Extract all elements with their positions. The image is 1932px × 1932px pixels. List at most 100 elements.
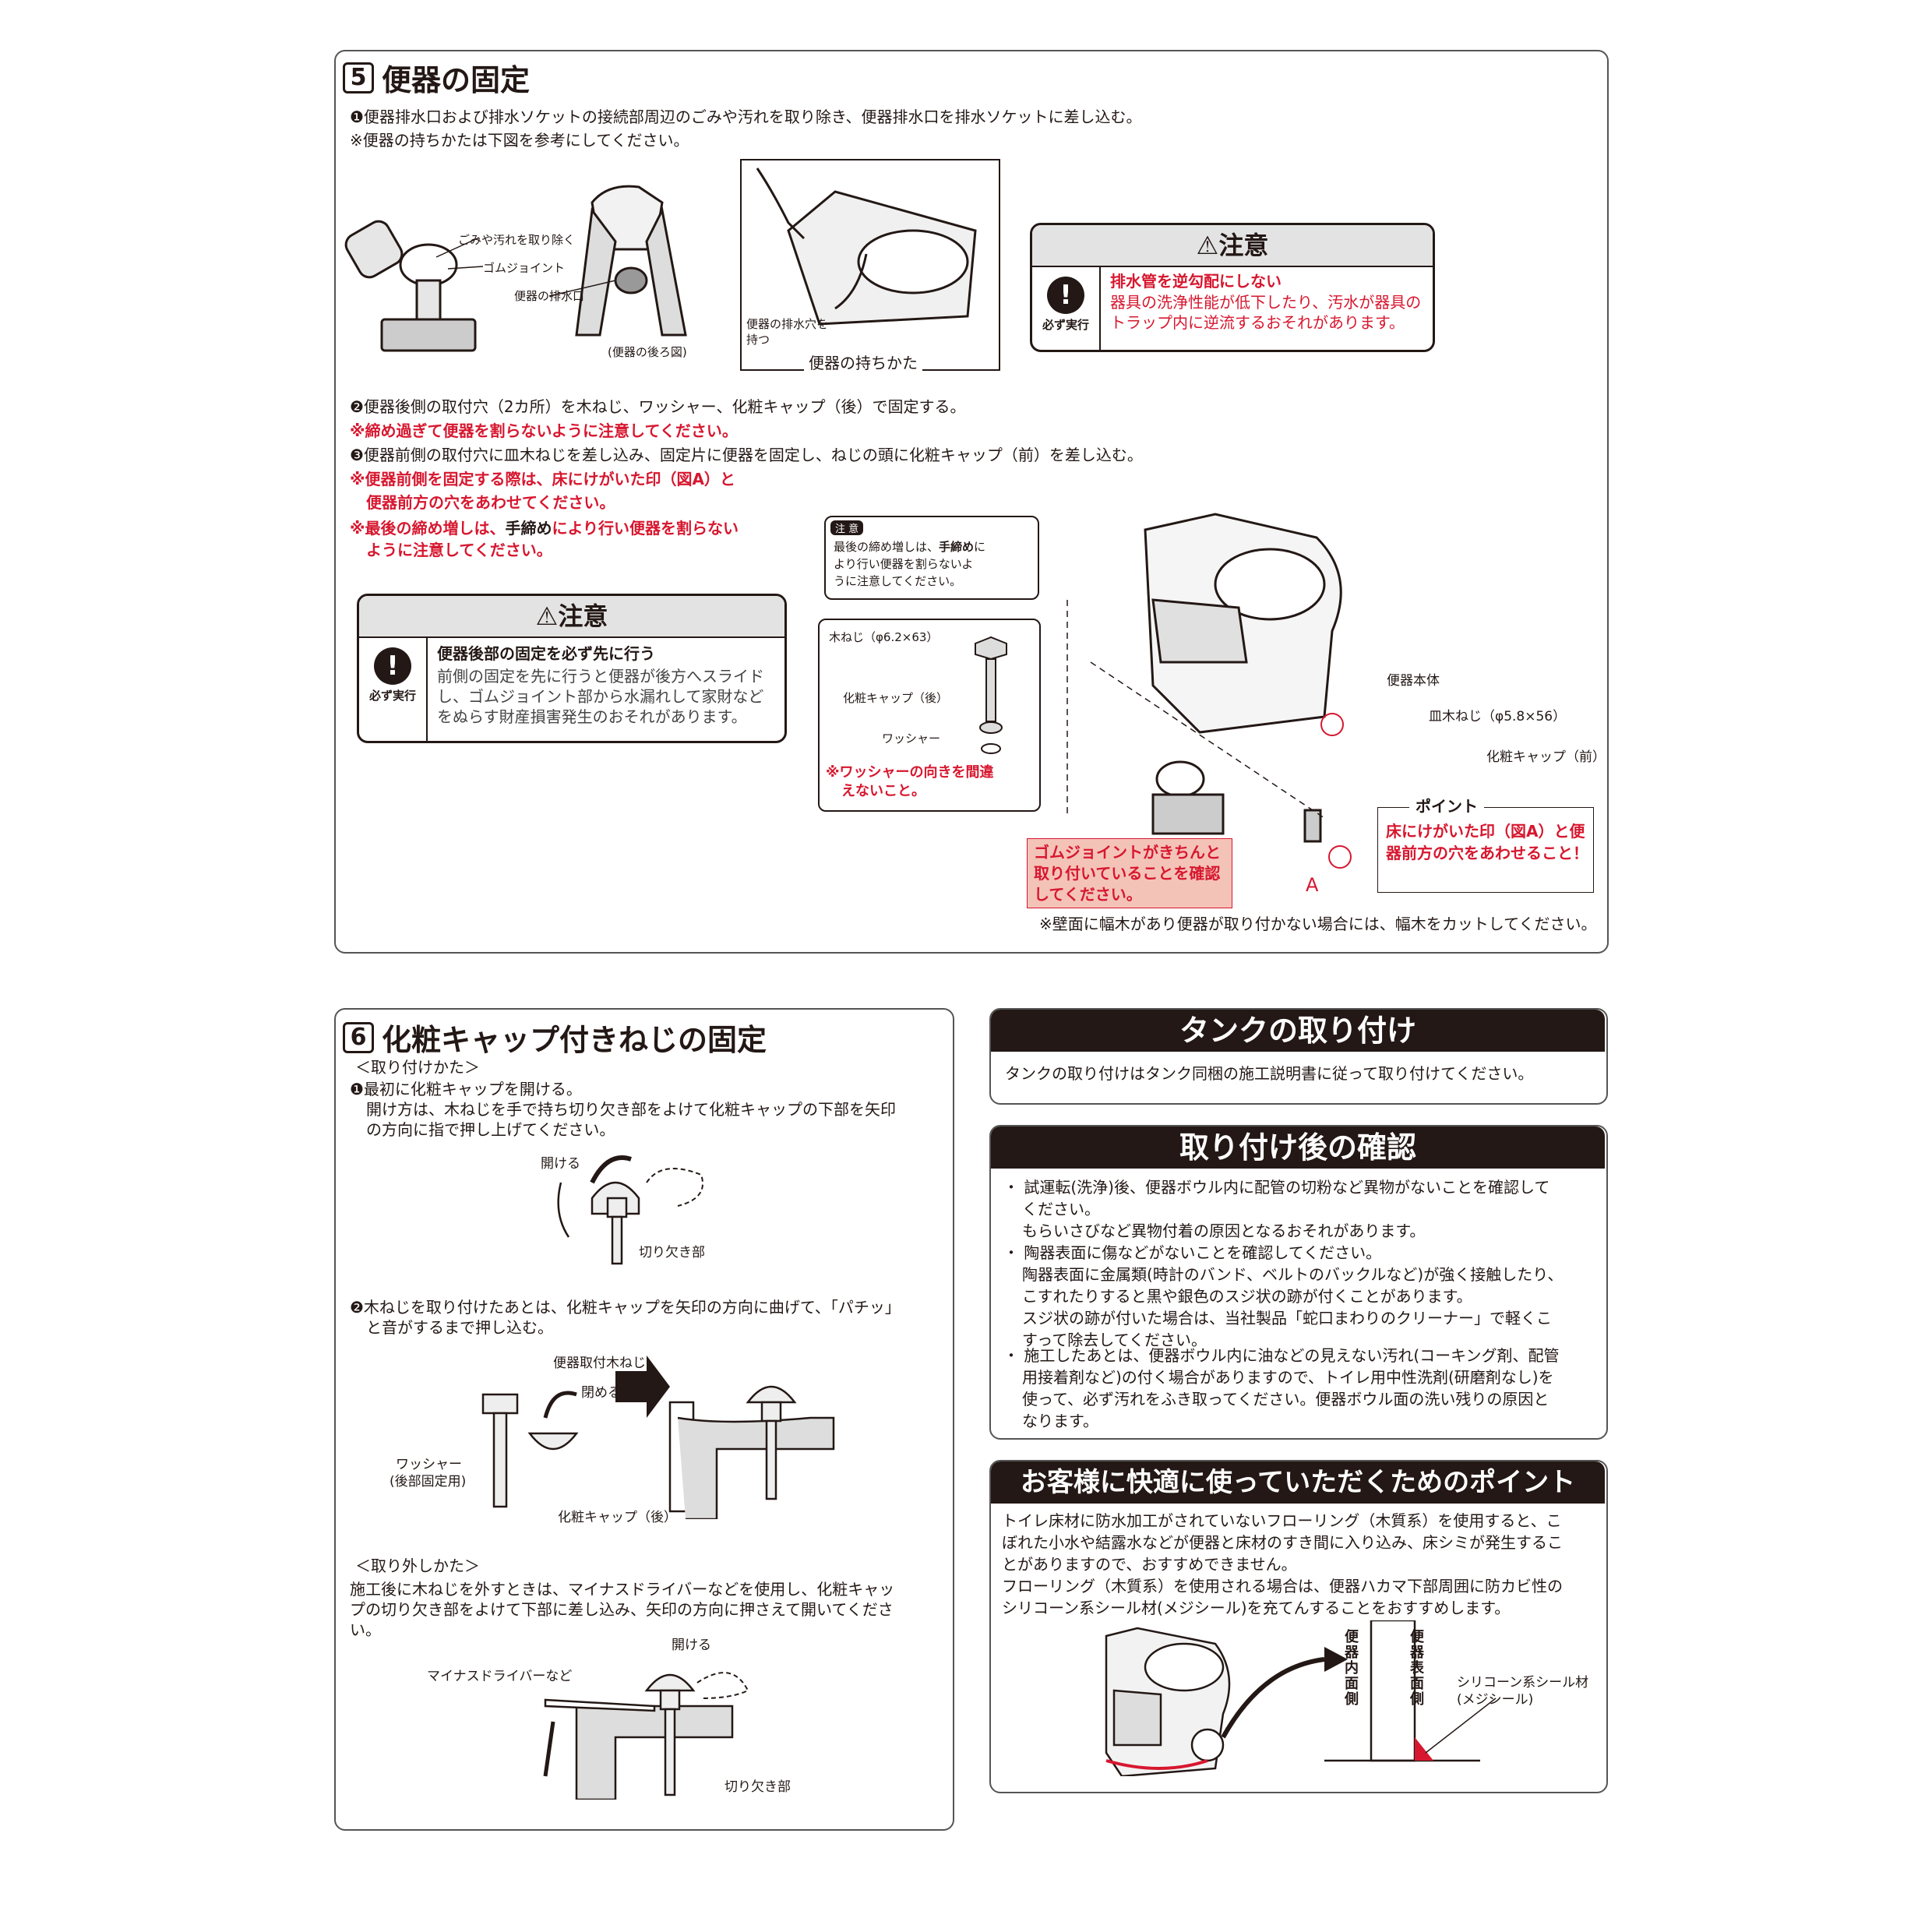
tank-title: タンクの取り付け xyxy=(1179,1014,1416,1048)
check-1-line-1: 試運転(洗浄)後、便器ボウル内に配管の切粉など異物がないことを確認して xyxy=(1024,1178,1550,1197)
comfort-line-3: とがありますので、おすすめできません。 xyxy=(1002,1555,1297,1574)
caution-box-1: ⚠注意 ! 必ず実行 排水管を逆勾配にしない 器具の洗浄性能が低下したり、汚水が… xyxy=(1030,223,1435,352)
comfort-text: トイレ床材に防水加工がされていないフローリング（木質系）を使用すると、こ ぼれた… xyxy=(1002,1510,1563,1619)
check-1-line-3: もらいさびなど異物付着の原因となるおそれがあります。 xyxy=(1022,1222,1426,1240)
mini-caution-tag: 注 意 xyxy=(830,520,864,535)
check-bullet-2: ・ 陶器表面に傷などがないことを確認してください。 xyxy=(1003,1243,1382,1262)
caution-body-2: 前側の固定を先に行うと便器が後方へスライドし、ゴムジョイント部から水漏れして家財… xyxy=(437,667,764,726)
label-washer-rear: ワッシャー xyxy=(396,1457,462,1472)
label-toilet-body: 便器本体 xyxy=(1387,673,1440,689)
label-cap-front: 化粧キャップ（前） xyxy=(1486,749,1606,765)
remove-line-1: 施工後に木ねじを外すときは、マイナスドライバーなどを使用し、化粧キャッ xyxy=(350,1580,895,1599)
caution-lead-2: 便器後部の固定を必ず先に行う xyxy=(437,644,655,663)
caution-lead-1: 排水管を逆勾配にしない xyxy=(1110,272,1282,291)
mini-caution-note: 注 意 最後の締め増しは、手締めに より行い便器を割らないよ うに注意してくださ… xyxy=(824,516,1039,600)
remove-line-2: プの切り欠き部をよけて下部に差し込み、矢印の方向に押さえて開いてくださ xyxy=(350,1600,894,1619)
comfort-panel xyxy=(989,1460,1608,1793)
tank-banner: タンクの取り付け xyxy=(991,1010,1605,1052)
caution-body-1: 器具の洗浄性能が低下したり、汚水が器具のトラップ内に逆流するおそれがあります。 xyxy=(1110,293,1422,332)
install-method-heading: ＜取り付けかた＞ xyxy=(355,1058,480,1077)
check-3-line-2: 用接着剤など)の付く場合がありますので、トイレ用中性洗剤(研磨剤なし)を xyxy=(1022,1368,1554,1387)
step-3-note-2a: ※最後の締め増しは、 xyxy=(350,519,506,538)
point-body: 床にけがいた印（図A）と便器前方の穴をあわせること！ xyxy=(1386,822,1588,862)
holding-toilet-illustration xyxy=(756,167,977,326)
caution-header-2: ⚠注意 xyxy=(359,596,784,638)
mini-line-1b: 手締め xyxy=(939,540,975,554)
label-wood-screw: 木ねじ（φ6.2×63） xyxy=(829,630,939,644)
comfort-line-4: フローリング（木質系）を使用される場合は、便器ハカマ下部周囲に防カビ性の xyxy=(1002,1577,1563,1595)
check-item-2: ・ 陶器表面に傷などがないことを確認してください。 陶器表面に金属類(時計のバン… xyxy=(1003,1242,1563,1351)
screw-washer-illustration xyxy=(975,636,1007,754)
caution-box-2: ⚠注意 ! 必ず実行 便器後部の固定を必ず先に行う 前側の固定を先に行うと便器が… xyxy=(357,594,787,743)
step-2-text: ❷便器後側の取付穴（2カ所）を木ねじ、ワッシャー、化粧キャップ（後）で固定する。 xyxy=(350,397,966,416)
section-6-title: 化粧キャップ付きねじの固定 xyxy=(382,1023,767,1057)
tank-body: タンクの取り付けはタンク同梱の施工説明書に従って取り付けてください。 xyxy=(1005,1064,1534,1083)
toilet-installation-illustration xyxy=(1066,513,1352,869)
check-3-line-1: 施工したあとは、便器ボウル内に油などの見えない汚れ(コーキング剤、配管 xyxy=(1024,1346,1560,1365)
check-2-line-2: 陶器表面に金属類(時計のバンド、ベルトのバックルなど)が強く接触したり、 xyxy=(1022,1265,1564,1284)
check-title: 取り付け後の確認 xyxy=(1179,1130,1416,1165)
step-1-note: ※便器の持ちかたは下図を参考にしてください。 xyxy=(350,131,689,150)
label-driver: マイナスドライバーなど xyxy=(427,1669,573,1684)
label-sealant: シリコーン系シール材 xyxy=(1457,1675,1589,1690)
label-mark-a: A xyxy=(1306,874,1319,896)
label-hold-drain-hole: 便器の排水穴を持つ xyxy=(746,317,829,347)
section-6-panel xyxy=(334,1008,954,1831)
sealant-illustration xyxy=(1105,1620,1497,1776)
point-title: ポイント xyxy=(1409,795,1484,817)
point-box: ポイント 床にけがいた印（図A）と便器前方の穴をあわせること！ xyxy=(1377,795,1594,893)
label-toilet-outlet: 便器の排水口 xyxy=(514,289,585,303)
label-sealant-sub: (メジシール) xyxy=(1457,1692,1534,1708)
label-bowl-outer-side: 便器表面側 xyxy=(1410,1629,1424,1708)
check-1-line-2: ください。 xyxy=(1022,1200,1100,1218)
caption-how-to-hold: 便器の持ちかた xyxy=(804,352,922,374)
caution-side-2: ! 必ず実行 xyxy=(359,638,428,741)
check-2-line-3: こすれたりすると黒や銀色のスジ状の跡が付くことがあります。 xyxy=(1022,1287,1472,1306)
section-6-number: 6 xyxy=(343,1021,374,1053)
comfort-line-2: ぼれた小水や結露水などが便器と床材のすき間に入り込み、床シミが発生するこ xyxy=(1002,1533,1563,1552)
section-5-number: 5 xyxy=(343,62,374,93)
step-1-text: ❶便器排水口および排水ソケットの接続部周辺のごみや汚れを取り除き、便器排水口を排… xyxy=(350,108,1142,126)
washer-warning-1: ※ワッシャーの向きを間違 xyxy=(826,764,994,781)
label-washer-rear-sub: (後部固定用) xyxy=(390,1474,467,1490)
label-bowl-inner-side: 便器内面側 xyxy=(1345,1629,1359,1708)
cap-close-illustration xyxy=(481,1356,835,1519)
mini-caution-line-2: より行い便器を割らないよ xyxy=(834,557,974,571)
step-2-note: ※締め過ぎて便器を割らないように注意してください。 xyxy=(350,421,738,440)
mini-line-1a: 最後の締め増しは、 xyxy=(834,540,940,554)
check-3-line-3: 使って、必ず汚れをふき取ってください。便器ボウル面の洗い残りの原因と xyxy=(1022,1390,1549,1408)
step-3-note-1: ※便器前側を固定する際は、床にけがいた印（図A）と xyxy=(350,470,735,488)
mini-caution-line-1: 最後の締め増しは、手締めに xyxy=(834,539,985,555)
cap-remove-illustration xyxy=(543,1672,749,1800)
washer-warning-2: えないこと。 xyxy=(841,783,925,799)
comfort-title: お客様に快適に使っていただくためのポイント xyxy=(1020,1467,1576,1498)
sec6-step-2b: と音がするまで押し込む。 xyxy=(366,1318,553,1337)
drain-socket-illustration xyxy=(344,185,687,352)
remove-method-heading: ＜取り外しかた＞ xyxy=(355,1557,480,1575)
label-notch-2: 切り欠き部 xyxy=(724,1779,791,1795)
sec6-step-1b: 開け方は、木ねじを手で持ち切り欠き部をよけて化粧キャップの下部を矢印 xyxy=(366,1100,896,1119)
step-3-note-2b: 手締め xyxy=(505,519,552,538)
step-3-note-2c: により行い便器を割らない xyxy=(552,519,739,538)
sec6-step-2a: ❷木ねじを取り付けたあとは、化粧キャップを矢印の方向に曲げて、「パチッ」 xyxy=(350,1298,901,1317)
exclamation-icon: ! xyxy=(374,647,411,685)
label-remove-dirt: ごみや汚れを取り除く xyxy=(458,233,576,247)
mini-line-1c: に xyxy=(974,540,986,554)
caution-side-label-1: 必ず実行 xyxy=(1042,318,1089,332)
step-3-note-1b: 便器前方の穴をあわせてください。 xyxy=(366,493,615,512)
mini-caution-line-3: うに注意してください。 xyxy=(834,574,962,588)
check-bullet-3: ・ 施工したあとは、便器ボウル内に油などの見えない汚れ(コーキング剤、配管 xyxy=(1003,1346,1560,1365)
label-notch: 切り欠き部 xyxy=(639,1245,705,1260)
caution-heading-2: 注意 xyxy=(558,601,608,631)
comfort-line-5: シリコーン系シール材(メジシール)を充てんすることをおすすめします。 xyxy=(1002,1599,1511,1617)
check-item-1: ・ 試運転(洗浄)後、便器ボウル内に配管の切粉など異物がないことを確認して くだ… xyxy=(1003,1176,1549,1242)
joint-check-text: ゴムジョイントがきちんと取り付いていることを確認してください。 xyxy=(1034,843,1221,904)
label-bowl-screw: 便器取付木ねじ xyxy=(553,1356,646,1371)
check-3-line-4: なります。 xyxy=(1022,1412,1098,1430)
caution-header-1: ⚠注意 xyxy=(1032,225,1433,267)
check-2-line-5: すって除去してください。 xyxy=(1022,1331,1207,1349)
label-cap-back-2: 化粧キャップ（後） xyxy=(558,1510,677,1525)
check-2-line-1: 陶器表面に傷などがないことを確認してください。 xyxy=(1024,1243,1382,1262)
section-5-title: 便器の固定 xyxy=(382,63,531,97)
caution-heading-1: 注意 xyxy=(1218,231,1269,260)
